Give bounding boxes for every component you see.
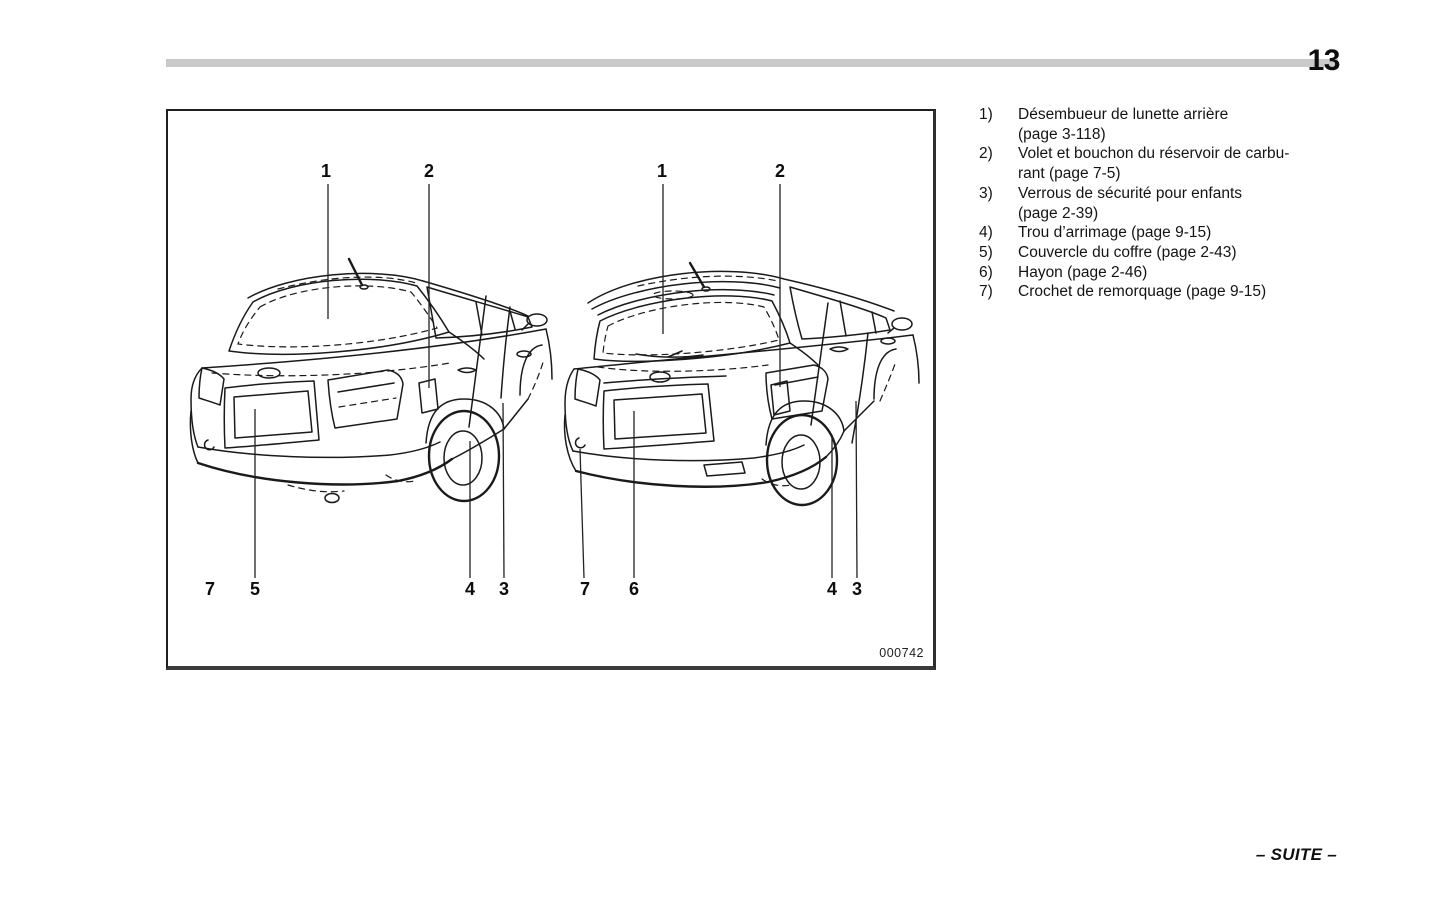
legend-item-6: 6) Hayon (page 2-46): [979, 263, 1339, 283]
hatchback-reflector: [703, 461, 746, 477]
legend-list: 1) Désembueur de lunette arrière (page 3…: [979, 105, 1339, 302]
legend-item-7: 7) Crochet de remorquage (page 9-15): [979, 282, 1339, 302]
legend-item-text: Hayon (page 2-46): [1018, 263, 1148, 281]
legend-item-3: 3) Verrous de sécurité pour enfants (pag…: [979, 184, 1339, 223]
car-figure: 1 2 7 5 4 3 1 2 7 6 4 3: [189, 161, 924, 660]
legend-item-5: 5) Couvercle du coffre (page 2-43): [979, 243, 1339, 263]
hatchback-callout-1: 1: [657, 161, 667, 181]
sedan-callout-4: 4: [465, 579, 475, 599]
sedan-rear-wheel: [427, 409, 501, 503]
legend-item-number: 3): [979, 184, 993, 202]
legend-item-number: 6): [979, 263, 993, 281]
sedan-callouts: 1 2 7 5 4 3: [205, 161, 509, 599]
sedan-tow-hook-cover: [203, 439, 215, 451]
hatchback-callout-6: 6: [629, 579, 639, 599]
sedan-right-tail-light: [327, 369, 404, 429]
legend-item-1: 1) Désembueur de lunette arrière (page 3…: [979, 105, 1339, 144]
continuation-marker: – SUITE –: [1255, 845, 1337, 864]
figure-box: 1 2 7 5 4 3 1 2 7 6 4 3: [166, 109, 936, 670]
legend-item-number: 4): [979, 224, 993, 242]
sedan-left-tail-light: [198, 367, 225, 406]
hatchback-tow-hook-cover: [574, 437, 586, 449]
hatchback-fuel-door: [770, 380, 791, 416]
hatchback-callout-2: 2: [775, 161, 785, 181]
sedan-callout-1: 1: [321, 161, 331, 181]
sedan-exhaust: [324, 492, 340, 504]
legend-item-number: 2): [979, 145, 993, 163]
legend-item-text: Volet et bouchon du réservoir de carbu- …: [1018, 145, 1290, 183]
hatchback-mirror: [891, 317, 913, 331]
sedan-drawing: [189, 257, 553, 504]
sedan-emblem: [257, 367, 281, 379]
legend-item-4: 4) Trou d’arrimage (page 9-15): [979, 223, 1339, 243]
sedan-callout-2: 2: [424, 161, 434, 181]
legend-item-2: 2) Volet et bouchon du réservoir de carb…: [979, 144, 1339, 183]
legend-item-text: Verrous de sécurité pour enfants (page 2…: [1018, 184, 1243, 222]
hatchback-rear-wheel: [765, 413, 839, 507]
sedan-callout-7: 7: [205, 579, 215, 599]
hatchback-emblem: [649, 371, 671, 383]
hatchback-drawing: [563, 261, 920, 507]
header-rule: [166, 59, 1338, 67]
sedan-callout-3: 3: [499, 579, 509, 599]
hatchback-callout-3: 3: [852, 579, 862, 599]
hatchback-license-plate: [602, 383, 715, 450]
legend-item-text: Crochet de remorquage (page 9-15): [1018, 283, 1267, 301]
sedan-antenna: [347, 257, 364, 287]
legend-item-number: 7): [979, 283, 993, 301]
legend-item-number: 1): [979, 106, 993, 123]
hatchback-callout-7: 7: [580, 579, 590, 599]
legend-item-text: Désembueur de lunette arrière (page 3-11…: [1018, 106, 1229, 143]
sedan-callout-5: 5: [250, 579, 260, 599]
legend-item-text: Trou d’arrimage (page 9-15): [1018, 224, 1212, 242]
hatchback-callouts: 1 2 7 6 4 3: [579, 161, 862, 599]
legend-item-number: 5): [979, 243, 993, 261]
sedan-fuel-door: [418, 378, 439, 414]
hatchback-left-tail-light: [574, 368, 601, 407]
page-number: 13: [1307, 44, 1341, 77]
figure-code: 000742: [879, 646, 924, 660]
hatchback-spoiler: [591, 280, 781, 310]
legend-item-text: Couvercle du coffre (page 2-43): [1018, 243, 1237, 261]
sedan-mirror: [526, 313, 548, 327]
hatchback-wiper: [635, 353, 704, 358]
hatchback-callout-4: 4: [827, 579, 837, 599]
sedan-license-plate: [223, 380, 320, 449]
